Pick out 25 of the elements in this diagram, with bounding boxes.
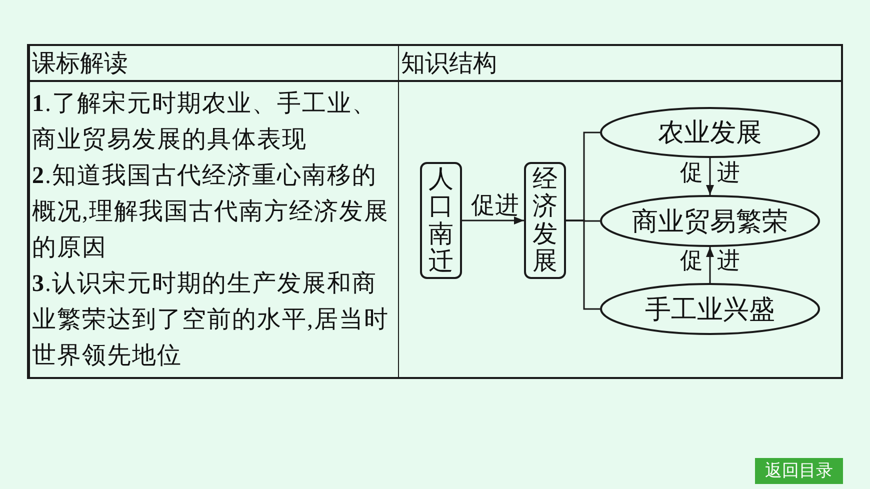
edge-label: 促进 xyxy=(680,160,740,186)
list-item: 3.认识宋元时期的生产发展和商业繁荣达到了空前的水平,居当时世界领先地位 xyxy=(32,270,390,371)
table-column xyxy=(399,44,843,379)
node-label: 经济发展 xyxy=(532,166,558,276)
process-ellipse xyxy=(600,283,820,335)
process-box xyxy=(524,162,566,279)
edge-label: 促进 xyxy=(470,192,520,220)
connector-line xyxy=(566,220,600,310)
list-item: 1.了解宋元时期农业、手工业、商业贸易发展的具体表现 xyxy=(32,90,378,155)
column-heading: 课标解读 xyxy=(32,48,128,79)
process-ellipse xyxy=(600,107,820,158)
node-label: 手工业兴盛 xyxy=(645,294,775,326)
arrow xyxy=(706,158,714,195)
column-heading: 知识结构 xyxy=(401,48,497,79)
node-label: 人口南迁 xyxy=(428,166,454,276)
process-box xyxy=(420,162,462,279)
list-item: 2.知道我国古代经济重心南移的概况,理解我国古代南方经济发展的原因 xyxy=(32,162,390,263)
node-label: 商业贸易繁荣 xyxy=(632,206,788,238)
arrow xyxy=(462,216,524,224)
node-label: 农业发展 xyxy=(658,117,762,149)
arrow xyxy=(706,247,714,283)
return-to-contents-button: 返回目录 xyxy=(755,458,843,484)
process-ellipse xyxy=(600,195,820,247)
table-column xyxy=(27,44,399,379)
edge-label: 促进 xyxy=(680,248,740,274)
